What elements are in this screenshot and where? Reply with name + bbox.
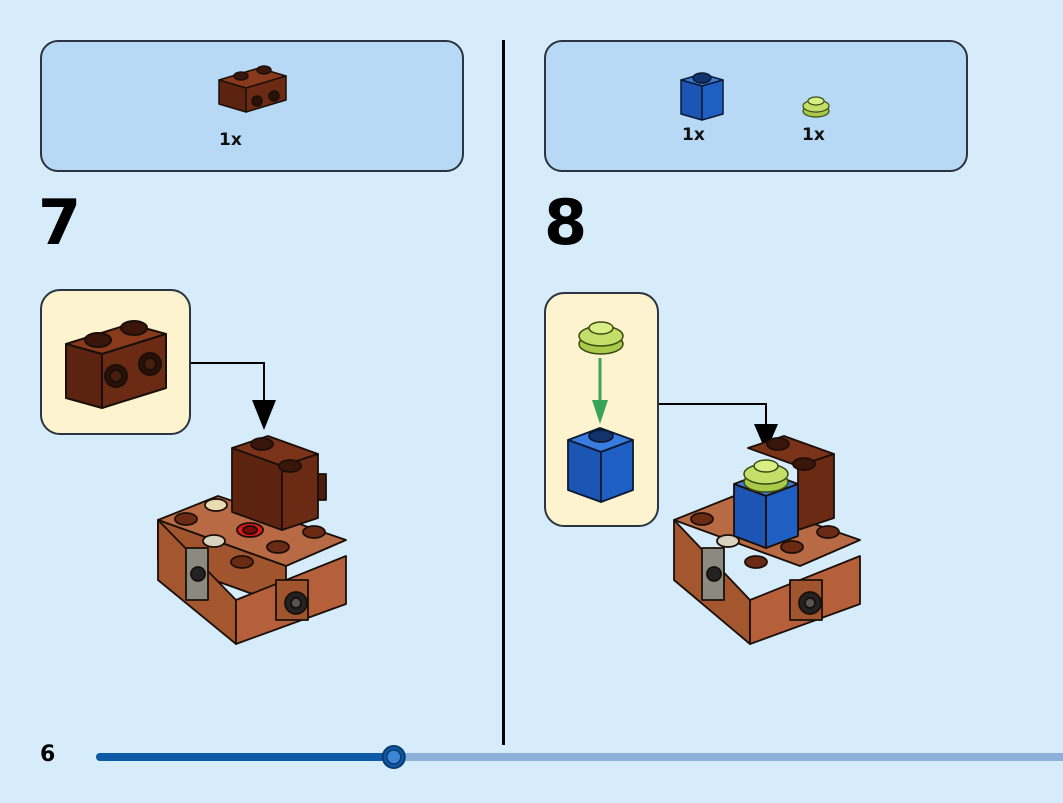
plate-round-lime-callout-image (578, 321, 624, 355)
plate-round-lime-on-model (743, 459, 789, 493)
brick-1x2-brown-part-image (218, 65, 287, 113)
step-number-8: 8 (544, 186, 588, 259)
placement-arrow-7 (191, 362, 276, 430)
part-qty: 1x (682, 125, 705, 145)
part-qty: 1x (219, 130, 242, 150)
step-number-7: 7 (38, 186, 82, 259)
green-insertion-arrow (592, 358, 608, 424)
page-number: 6 (40, 742, 56, 767)
parts-list-step-8 (544, 40, 968, 172)
plate-round-lime-part-image (802, 96, 830, 118)
model-assembly-step-7 (157, 435, 347, 645)
placement-arrow-8 (659, 403, 778, 452)
part-qty: 1x (802, 125, 825, 145)
brick-1x1-blue-part-image (680, 72, 724, 121)
brick-1x1-blue-callout-image (567, 427, 634, 503)
page-divider (502, 40, 505, 745)
progress-bar (96, 745, 1063, 769)
brick-1x2-brown-callout-image (65, 320, 167, 409)
